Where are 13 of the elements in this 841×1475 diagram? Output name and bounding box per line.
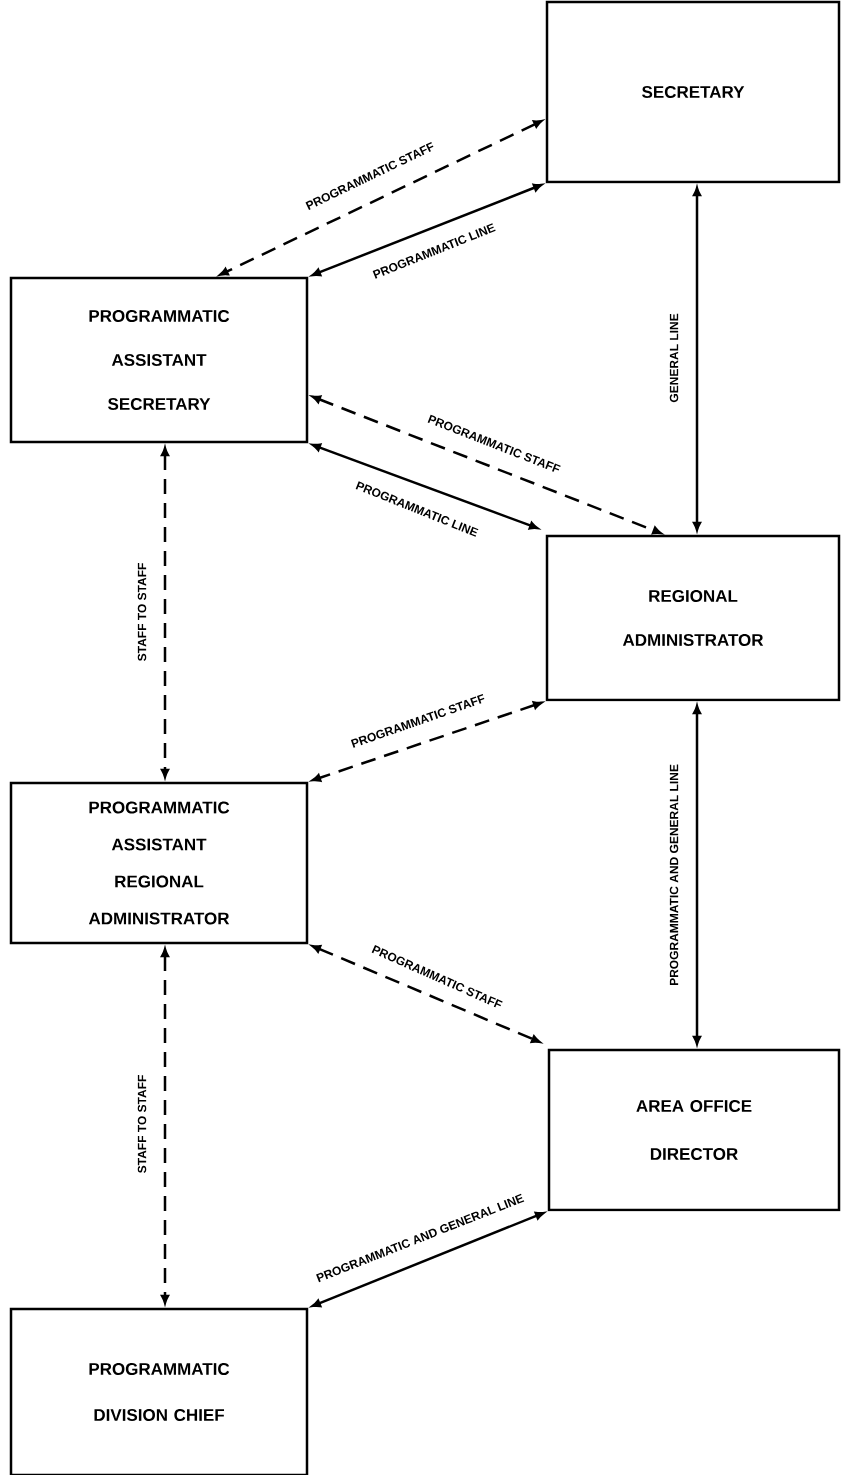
edge-label: STAFF TO STAFF — [136, 1073, 148, 1175]
org-box: SECRETARY — [545, 0, 841, 184]
edge-label: STAFF TO STAFF — [136, 561, 148, 663]
org-box: AREA OFFICE DIRECTOR — [547, 1048, 841, 1212]
arrow — [311, 944, 541, 1044]
org-box: PROGRAMMATIC ASSISTANT REGIONAL ADMINISTRATOR — [9, 781, 309, 945]
org-box: REGIONAL ADMINISTRATOR — [545, 534, 841, 702]
arrow — [311, 1211, 545, 1308]
edge-label: PROGRAMMATIC AND GENERAL LINE — [668, 763, 680, 987]
org-box: PROGRAMMATIC DIVISION CHIEF — [9, 1307, 309, 1475]
org-box: PROGRAMMATIC ASSISTANT SECRETARY — [9, 276, 309, 444]
edge-label: GENERAL LINE — [668, 312, 680, 404]
arrow — [311, 701, 543, 782]
